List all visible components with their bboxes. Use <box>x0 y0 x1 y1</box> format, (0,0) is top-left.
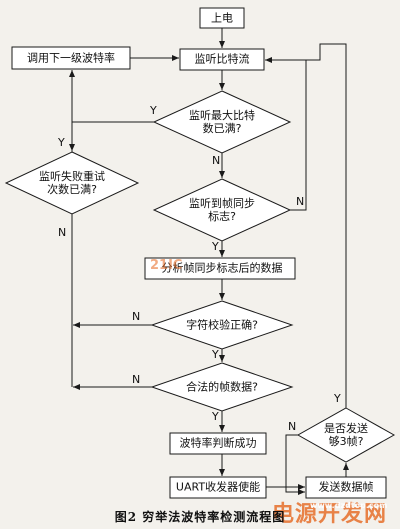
yes-label-valid-frame: Y <box>212 410 219 423</box>
analyze-data-box <box>144 257 296 280</box>
no-label-max-bits: N <box>212 154 221 167</box>
figure-caption: 图2 穷举法波特率检测流程图 <box>114 510 286 524</box>
yes-label-char-check: Y <box>212 348 219 361</box>
no-label-valid-frame: N <box>132 373 141 386</box>
uart-enable-label: UART收发器使能 <box>175 480 261 494</box>
retry-label: 监听失败重试 次数已满? <box>39 170 105 196</box>
yes-label-max-bits: Y <box>150 104 157 117</box>
retry-line1: 监听失败重试 <box>39 170 105 183</box>
max-bits-line2: 数已满? <box>202 122 242 135</box>
listen-bitstream-label: 监听比特流 <box>194 52 250 66</box>
char-check-label: 字符校验正确? <box>186 318 258 332</box>
valid-frame-label: 合法的帧数据? <box>186 380 258 394</box>
max-bits-line1: 监听最大比特 <box>189 109 255 122</box>
sent-3-line2: 够3帧? <box>328 435 364 448</box>
no-label-frame-sync: N <box>296 195 305 208</box>
retry-line2: 次数已满? <box>47 183 97 196</box>
yes-label-frame-sync: Y <box>212 240 219 253</box>
send-data-label: 发送数据帧 <box>318 480 374 494</box>
call-next-baud-label: 调用下一级波特率 <box>27 51 115 65</box>
frame-sync-line1: 监听到帧同步 <box>189 197 255 210</box>
baud-success-label: 波特率判断成功 <box>179 436 257 450</box>
baud-success-box <box>169 432 267 455</box>
no-label-sent-3: N <box>288 420 297 433</box>
analyze-data-label: 分析帧同步标志后的数据 <box>161 261 283 275</box>
power-on-label: 上电 <box>211 11 233 25</box>
frame-sync-label: 监听到帧同步 标志? <box>189 197 255 223</box>
watermark-bottom: 电源开发网 <box>272 502 388 527</box>
yes-label-sent-3: Y <box>334 392 341 405</box>
no-label-char-check: N <box>132 310 141 323</box>
sent-3-diamond <box>296 407 396 463</box>
watermark-mid: 21IC <box>150 258 183 273</box>
no-label-retry: N <box>58 226 67 239</box>
max-bits-label: 监听最大比特 数已满? <box>189 109 255 135</box>
sent-3-line1: 是否发送 <box>324 422 368 435</box>
yes-label-retry: Y <box>58 136 65 149</box>
sent-3-label: 是否发送 够3帧? <box>324 422 368 448</box>
watermark-url: www.dzdtop.com <box>310 501 388 510</box>
frame-sync-line2: 标志? <box>208 210 236 223</box>
